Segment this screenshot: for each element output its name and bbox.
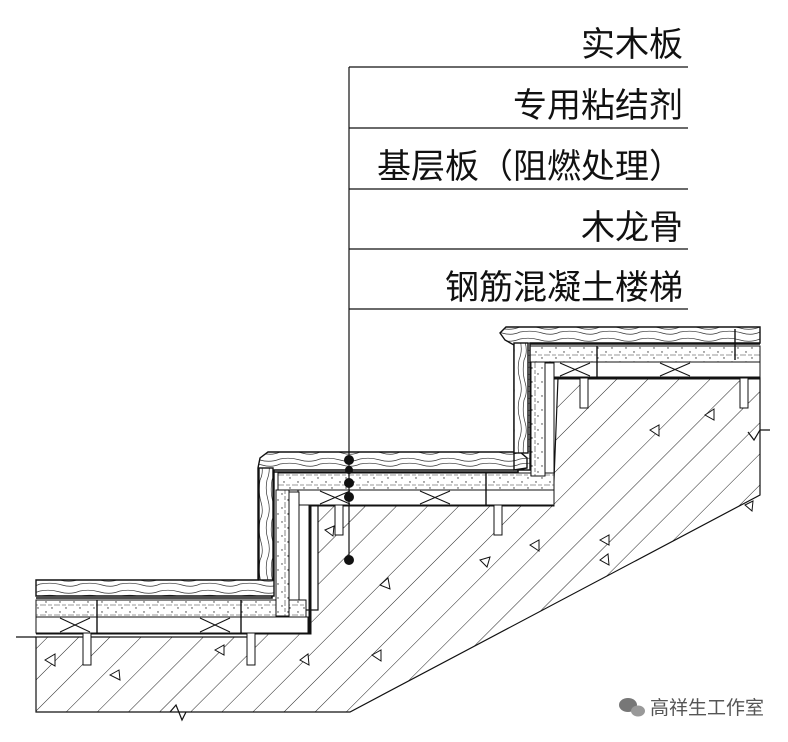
watermark-text: 高祥生工作室 [650, 697, 764, 719]
leader-lines [348, 66, 688, 560]
label-wood-keel: 木龙骨 [581, 208, 683, 248]
break-symbols [16, 429, 770, 722]
anchor-bolts [82, 329, 749, 666]
base-board-layer [35, 345, 761, 618]
leader-dots [344, 455, 354, 565]
label-base-board: 基层板（阻燃处理） [377, 147, 683, 187]
solid-wood-layer [35, 326, 761, 597]
aggregate-marks [44, 408, 754, 681]
label-adhesive: 专用粘结剂 [513, 86, 683, 126]
label-concrete-stair: 钢筋混凝土楼梯 [445, 268, 683, 308]
wechat-icon [619, 698, 645, 717]
concrete-stair [35, 377, 761, 713]
label-solid-wood-board: 实木板 [581, 25, 683, 65]
adhesive-layer [36, 343, 760, 599]
